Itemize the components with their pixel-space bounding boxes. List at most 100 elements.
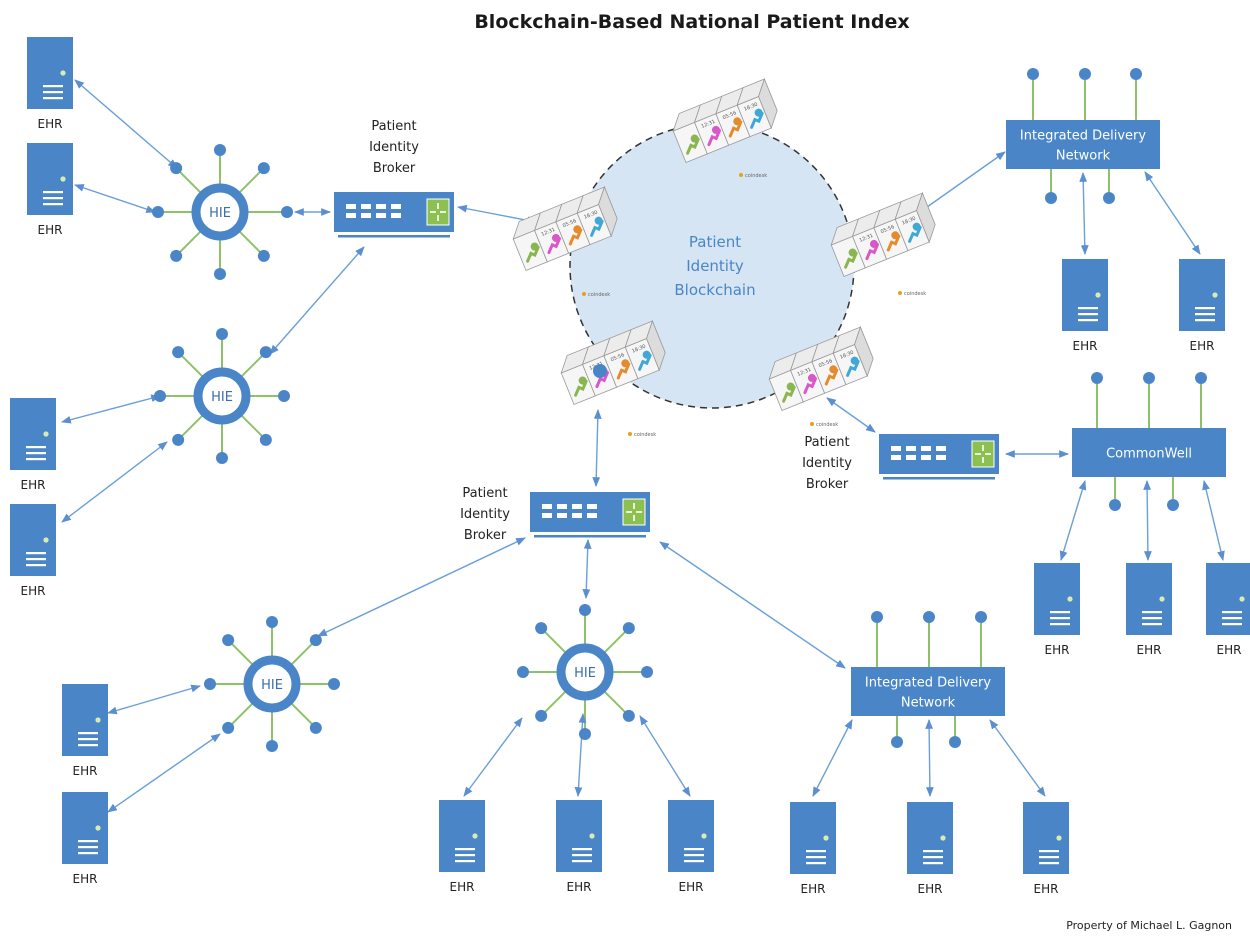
key-head-icon bbox=[869, 239, 878, 248]
ehr-label: EHR bbox=[1217, 643, 1242, 657]
broker-label-line: Patient bbox=[462, 486, 507, 501]
ehr-server: EHR bbox=[27, 143, 73, 237]
key-icon bbox=[728, 120, 743, 138]
endpoint-dot bbox=[593, 364, 607, 378]
port-icon bbox=[891, 446, 901, 451]
endpoint-dot bbox=[517, 666, 529, 678]
bidirectional-arrow bbox=[463, 717, 523, 797]
hie-ring bbox=[556, 643, 614, 701]
server-slot bbox=[572, 848, 592, 851]
server-slot bbox=[43, 203, 63, 206]
broker-label-line: Patient bbox=[804, 435, 849, 450]
endpoint-dot bbox=[278, 390, 290, 402]
router-arrows-icon bbox=[971, 440, 995, 468]
server-slot bbox=[455, 848, 475, 851]
server-slot bbox=[26, 452, 46, 455]
bidirectional-arrow bbox=[74, 79, 178, 169]
coindesk-icon bbox=[810, 422, 814, 426]
server-slot bbox=[26, 446, 46, 449]
coindesk-label: coindesk bbox=[634, 432, 656, 438]
block-time: 18:30 bbox=[631, 344, 647, 355]
key-icon bbox=[574, 379, 588, 397]
server-slot bbox=[78, 738, 98, 741]
hie-label: HIE bbox=[261, 678, 283, 693]
server-slot bbox=[1142, 611, 1162, 614]
integrated-delivery-network-top-box bbox=[1006, 120, 1160, 169]
blockchain-label-line1: Patient bbox=[689, 233, 741, 251]
router-arrows-icon bbox=[622, 498, 646, 526]
server-led bbox=[95, 717, 101, 723]
coindesk-label: coindesk bbox=[904, 291, 926, 297]
coindesk-label: coindesk bbox=[816, 422, 838, 428]
endpoint-dot bbox=[328, 678, 340, 690]
bidirectional-arrow bbox=[812, 719, 853, 797]
coindesk-label: coindesk bbox=[588, 292, 610, 298]
server-slot bbox=[1142, 617, 1162, 620]
bidirectional-arrow bbox=[1144, 171, 1201, 255]
key-icon bbox=[547, 237, 561, 255]
endpoint-dot bbox=[170, 249, 183, 262]
ehr-label: EHR bbox=[679, 880, 704, 894]
hie-ring bbox=[243, 655, 301, 713]
endpoint-dot bbox=[170, 162, 183, 175]
server-slot bbox=[923, 862, 943, 865]
integrated-delivery-network-bottom-label: Integrated Delivery bbox=[865, 676, 991, 691]
key-head-icon bbox=[621, 359, 630, 368]
coindesk-logo: coindesk bbox=[582, 292, 610, 298]
port-icon bbox=[936, 446, 946, 451]
key-icon bbox=[844, 251, 858, 269]
port-icon bbox=[936, 455, 946, 460]
key-head-icon bbox=[573, 225, 582, 234]
key-icon bbox=[886, 234, 901, 252]
key-icon bbox=[526, 245, 540, 263]
port-icon bbox=[921, 455, 931, 460]
server-slot bbox=[43, 91, 63, 94]
endpoint-dot bbox=[257, 249, 270, 262]
integrated-delivery-network-bottom-label: Network bbox=[901, 696, 956, 711]
port-icon bbox=[921, 446, 931, 451]
endpoint-dot bbox=[222, 721, 235, 734]
block-side bbox=[854, 325, 874, 378]
endpoint-dot bbox=[579, 728, 591, 740]
integrated-delivery-network-top-label: Network bbox=[1056, 149, 1111, 164]
key-head-icon bbox=[912, 222, 921, 231]
endpoint-dot bbox=[152, 206, 164, 218]
block-time: 05:56 bbox=[722, 110, 738, 121]
endpoint-dot bbox=[266, 616, 278, 628]
port-icon bbox=[376, 213, 386, 218]
endpoint-dot bbox=[214, 144, 226, 156]
server-slot bbox=[43, 97, 63, 100]
ehr-label: EHR bbox=[1034, 882, 1059, 896]
coindesk-logo: coindesk bbox=[628, 432, 656, 438]
ehr-server: EHR bbox=[439, 800, 485, 894]
endpoint-dot bbox=[281, 206, 293, 218]
endpoint-dot bbox=[1079, 68, 1091, 80]
key-icon bbox=[782, 385, 796, 403]
coindesk-logo: coindesk bbox=[739, 173, 767, 179]
ehr-server: EHR bbox=[790, 802, 836, 896]
block-side bbox=[758, 77, 778, 130]
block-cube: 18:30 bbox=[736, 78, 772, 138]
endpoint-dot bbox=[309, 634, 322, 647]
block-time: 12:31 bbox=[859, 233, 875, 244]
key-icon bbox=[590, 219, 604, 237]
port-icon bbox=[391, 204, 401, 209]
diagram-title: Blockchain-Based National Patient Index bbox=[474, 11, 909, 33]
blockchain-label-line2: Identity bbox=[686, 257, 744, 275]
server-led bbox=[1239, 596, 1245, 602]
endpoint-dot bbox=[1027, 68, 1039, 80]
server-slot bbox=[78, 732, 98, 735]
block-cube: 18:30 bbox=[576, 186, 612, 246]
key-icon bbox=[750, 111, 764, 129]
server-led bbox=[1159, 596, 1165, 602]
port-icon bbox=[557, 513, 567, 518]
server-slot bbox=[1142, 623, 1162, 626]
bidirectional-arrow bbox=[61, 394, 161, 424]
server-slot bbox=[1039, 862, 1059, 865]
ehr-server: EHR bbox=[27, 37, 73, 131]
bidirectional-arrow bbox=[1202, 480, 1225, 561]
